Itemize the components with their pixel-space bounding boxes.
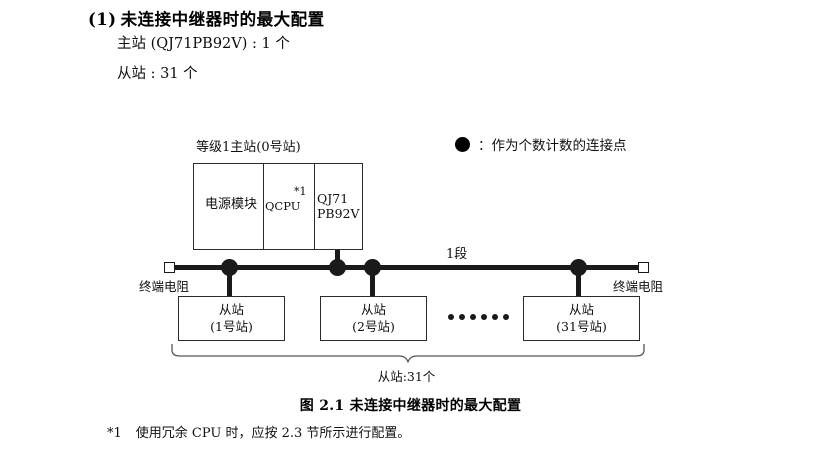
spec-master-count: 主站 (QJ71PB92V) : 1 个 bbox=[117, 36, 290, 52]
rack-divider-1 bbox=[263, 164, 264, 249]
slave1-drop-line bbox=[227, 268, 232, 298]
section-number: (1) bbox=[88, 10, 117, 29]
slave-station-box-1: 从站 (1号站) bbox=[178, 296, 285, 341]
legend: ：作为个数计数的连接点 bbox=[455, 134, 627, 154]
slave-station-box-2: 从站 (2号站) bbox=[320, 296, 427, 341]
connection-node-slave1 bbox=[221, 259, 238, 276]
section-title: 未连接中继器时的最大配置 bbox=[120, 10, 325, 29]
connection-node-slave2 bbox=[364, 259, 381, 276]
terminator-right-label: 终端电阻 bbox=[613, 279, 664, 294]
slave-name: 从站 bbox=[218, 302, 244, 318]
slave-station-number: (1号站) bbox=[210, 318, 253, 334]
network-module-line1: QJ71 bbox=[317, 191, 349, 206]
ellipsis-dot bbox=[470, 314, 476, 320]
section-heading: (1)未连接中继器时的最大配置 bbox=[88, 6, 325, 30]
ellipsis-dots bbox=[448, 314, 509, 320]
bus-trunk-line bbox=[170, 265, 640, 270]
connection-node-master bbox=[329, 259, 346, 276]
footnote: *1 使用冗余 CPU 时，应按 2.3 节所示进行配置。 bbox=[107, 422, 410, 441]
network-module-line2: PB92V bbox=[317, 205, 360, 221]
slave-station-number: (2号站) bbox=[352, 318, 395, 334]
figure-caption: 图 2.1 未连接中继器时的最大配置 bbox=[299, 398, 522, 414]
slave2-drop-line bbox=[370, 268, 375, 298]
cpu-footnote-mark: *1 bbox=[294, 185, 307, 198]
ellipsis-dot bbox=[448, 314, 454, 320]
ellipsis-dot bbox=[459, 314, 465, 320]
network-module-slot: QJ71 PB92V bbox=[317, 191, 362, 222]
power-module-slot: 电源模块 bbox=[204, 197, 257, 212]
terminator-left-icon bbox=[164, 262, 175, 273]
ellipsis-dot bbox=[481, 314, 487, 320]
slave31-drop-line bbox=[576, 268, 581, 298]
slave-group-caption: 从站:31个 bbox=[377, 369, 436, 384]
slave-name: 从站 bbox=[360, 302, 386, 318]
ellipsis-dot bbox=[492, 314, 498, 320]
footnote-mark: *1 bbox=[107, 426, 122, 441]
master-rack: 电源模块 QCPU *1 QJ71 PB92V bbox=[193, 163, 363, 250]
rack-divider-2 bbox=[314, 164, 315, 249]
segment-label: 1段 bbox=[446, 247, 468, 262]
slave-name: 从站 bbox=[568, 302, 594, 318]
terminator-right-icon bbox=[638, 262, 649, 273]
slave-group-brace bbox=[170, 343, 646, 366]
ellipsis-dot bbox=[503, 314, 509, 320]
spec-slave-count: 从站 : 31 个 bbox=[117, 66, 198, 82]
filled-circle-icon bbox=[455, 136, 470, 152]
cpu-module-slot: QCPU bbox=[265, 199, 301, 213]
connection-node-slave31 bbox=[570, 259, 587, 276]
terminator-left-label: 终端电阻 bbox=[139, 279, 190, 294]
slave-station-number: (31号站) bbox=[556, 318, 607, 334]
slave-station-box-31: 从站 (31号站) bbox=[523, 296, 640, 341]
footnote-text: 使用冗余 CPU 时，应按 2.3 节所示进行配置。 bbox=[135, 426, 411, 441]
master-station-label: 等级1主站(0号站) bbox=[196, 140, 301, 155]
legend-label: ：作为个数计数的连接点 bbox=[478, 138, 627, 154]
